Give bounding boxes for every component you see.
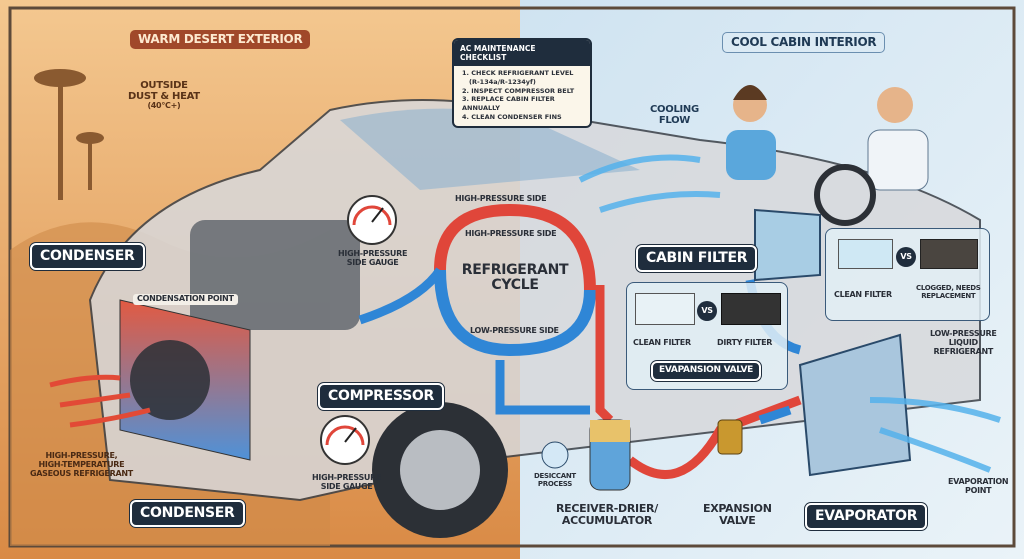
gauge-label-top: HIGH-PRESSURE SIDE GAUGE	[338, 249, 408, 268]
gauge-label-line: SIDE GAUGE	[346, 257, 399, 267]
desiccant-label: DESICCANT PROCESS	[534, 472, 576, 488]
receiver-drier-icon	[589, 419, 631, 491]
clean-filter-icon	[635, 293, 695, 325]
outside-note: OUTSIDE DUST & HEAT (40°C+)	[128, 80, 200, 111]
vs-badge: VS	[896, 247, 916, 267]
filter-comparison-panel-2: VS CLEAN FILTER DIRTY FILTER EVAPANSION …	[626, 282, 788, 390]
condenser-label-bottom: CONDENSER	[130, 500, 245, 528]
dirty-filter-label: DIRTY FILTER	[717, 338, 773, 347]
expansion-valve-icon	[717, 419, 743, 455]
clogged-filter-icon	[920, 239, 978, 269]
cabin-filter-label: CABIN FILTER	[636, 245, 758, 273]
desiccant-icon	[541, 441, 569, 469]
clogged-line: CLOGGED, NEEDS	[916, 284, 981, 292]
checklist-item: 2. INSPECT COMPRESSOR BELT	[462, 86, 575, 95]
receiver-drier-label: RECEIVER-DRIER/ ACCUMULATOR	[556, 502, 658, 528]
evaporation-point-label: EVAPORATION POINT	[948, 477, 1009, 496]
checklist-items: 1. CHECK REFRIGERANT LEVEL (R-134a/R-123…	[454, 66, 590, 126]
cooling-flow-line: FLOW	[658, 115, 691, 126]
cooling-flow-label: COOLING FLOW	[650, 104, 699, 126]
expansion-valve-line: VALVE	[719, 514, 756, 528]
cycle-title-line: REFRIGERANT	[461, 262, 569, 278]
expansion-valve-line: EXPANSION	[703, 502, 772, 515]
filter-comparison-panel: VS CLEAN FILTER CLOGGED, NEEDS REPLACEME…	[825, 228, 990, 321]
gauge-label-line: HIGH-PRESSURE	[338, 249, 408, 258]
evapansion-valve-label: EVAPANSION VALVE	[651, 361, 762, 381]
clogged-line: REPLACEMENT	[921, 291, 976, 300]
dirty-filter-icon	[721, 293, 781, 325]
high-pressure-side-outer: HIGH-PRESSURE SIDE	[455, 194, 547, 203]
wheel-rim	[400, 430, 480, 510]
condensation-point-label: CONDENSATION POINT	[133, 294, 238, 305]
clean-filter-label: CLEAN FILTER	[834, 290, 892, 299]
condenser-label-top: CONDENSER	[30, 243, 145, 271]
cycle-title-line: CYCLE	[491, 277, 539, 294]
refrigerant-cycle-title: REFRIGERANT CYCLE	[455, 262, 575, 294]
vs-badge: VS	[697, 301, 717, 321]
evaporation-point-line: POINT	[965, 485, 992, 495]
windshield	[340, 108, 640, 190]
clogged-filter-label: CLOGGED, NEEDS REPLACEMENT	[916, 284, 981, 300]
checklist-item: 4. CLEAN CONDENSER FINS	[462, 112, 562, 121]
hot-gas-line: HIGH-PRESSURE,	[45, 451, 118, 460]
expansion-valve-label: EXPANSION VALVE	[703, 502, 772, 528]
clean-filter-icon	[838, 239, 893, 269]
low-pressure-side: LOW-PRESSURE SIDE	[470, 326, 559, 335]
engine	[190, 220, 360, 330]
checklist-title: AC MAINTENANCE CHECKLIST	[454, 40, 590, 66]
steering-wheel	[814, 164, 876, 226]
hot-air-arrows	[49, 374, 151, 428]
outside-note-line: OUTSIDE	[140, 80, 188, 91]
cool-side-title: COOL CABIN INTERIOR	[722, 32, 886, 54]
maintenance-checklist: AC MAINTENANCE CHECKLIST 1. CHECK REFRIG…	[452, 38, 592, 128]
outside-note-line: DUST & HEAT	[128, 91, 200, 102]
gauge-label-line: HIGH-PRESSURE	[312, 473, 382, 482]
clean-filter-label: CLEAN FILTER	[633, 338, 691, 347]
gauge-label-bottom: HIGH-PRESSURE SIDE GAUGE	[312, 473, 382, 492]
receiver-drier-line: ACCUMULATOR	[561, 514, 653, 528]
compressor-label: COMPRESSOR	[318, 383, 444, 411]
gauge-icon	[347, 195, 397, 245]
low-pressure-line: LOW-PRESSURE	[930, 329, 997, 338]
high-pressure-side-inner: HIGH-PRESSURE SIDE	[465, 229, 557, 238]
hot-gas-label: HIGH-PRESSURE, HIGH-TEMPERATURE GASEOUS …	[30, 451, 133, 478]
evaporation-point-line: EVAPORATION	[948, 477, 1009, 486]
low-pressure-liquid-label: LOW-PRESSURE LIQUID REFRIGERANT	[930, 329, 997, 356]
evaporator-label: EVAPORATOR	[805, 503, 928, 531]
low-pressure-line: REFRIGERANT	[933, 346, 994, 356]
cabin-filter-icon	[754, 208, 821, 282]
evaporator-unit	[798, 333, 912, 477]
outside-note-line: (40°C+)	[147, 101, 181, 110]
gauge-icon	[320, 415, 370, 465]
warm-side-title: WARM DESERT EXTERIOR	[130, 30, 311, 50]
hot-gas-line: HIGH-TEMPERATURE	[38, 459, 125, 469]
passenger-icon	[726, 85, 776, 180]
desiccant-line: DESICCANT	[534, 472, 576, 480]
receiver-drier-line: RECEIVER-DRIER/	[556, 502, 658, 515]
checklist-item: 3. REPLACE CABIN FILTER ANNUALLY	[462, 95, 555, 113]
palm-tree-icon	[34, 69, 104, 200]
checklist-item: 1. CHECK REFRIGERANT LEVEL	[462, 69, 574, 77]
cooling-flow-line: COOLING	[650, 104, 699, 115]
checklist-item: (R-134a/R-1234yf)	[469, 77, 536, 86]
gauge-label-line: SIDE GAUGE	[320, 481, 373, 491]
driver-icon	[867, 87, 929, 191]
condenser-unit	[119, 299, 251, 461]
cool-air-arrows	[578, 154, 1001, 473]
desiccant-line: PROCESS	[537, 479, 572, 488]
hot-gas-line: GASEOUS REFRIGERANT	[30, 468, 133, 478]
low-pressure-line: LIQUID	[948, 337, 979, 347]
